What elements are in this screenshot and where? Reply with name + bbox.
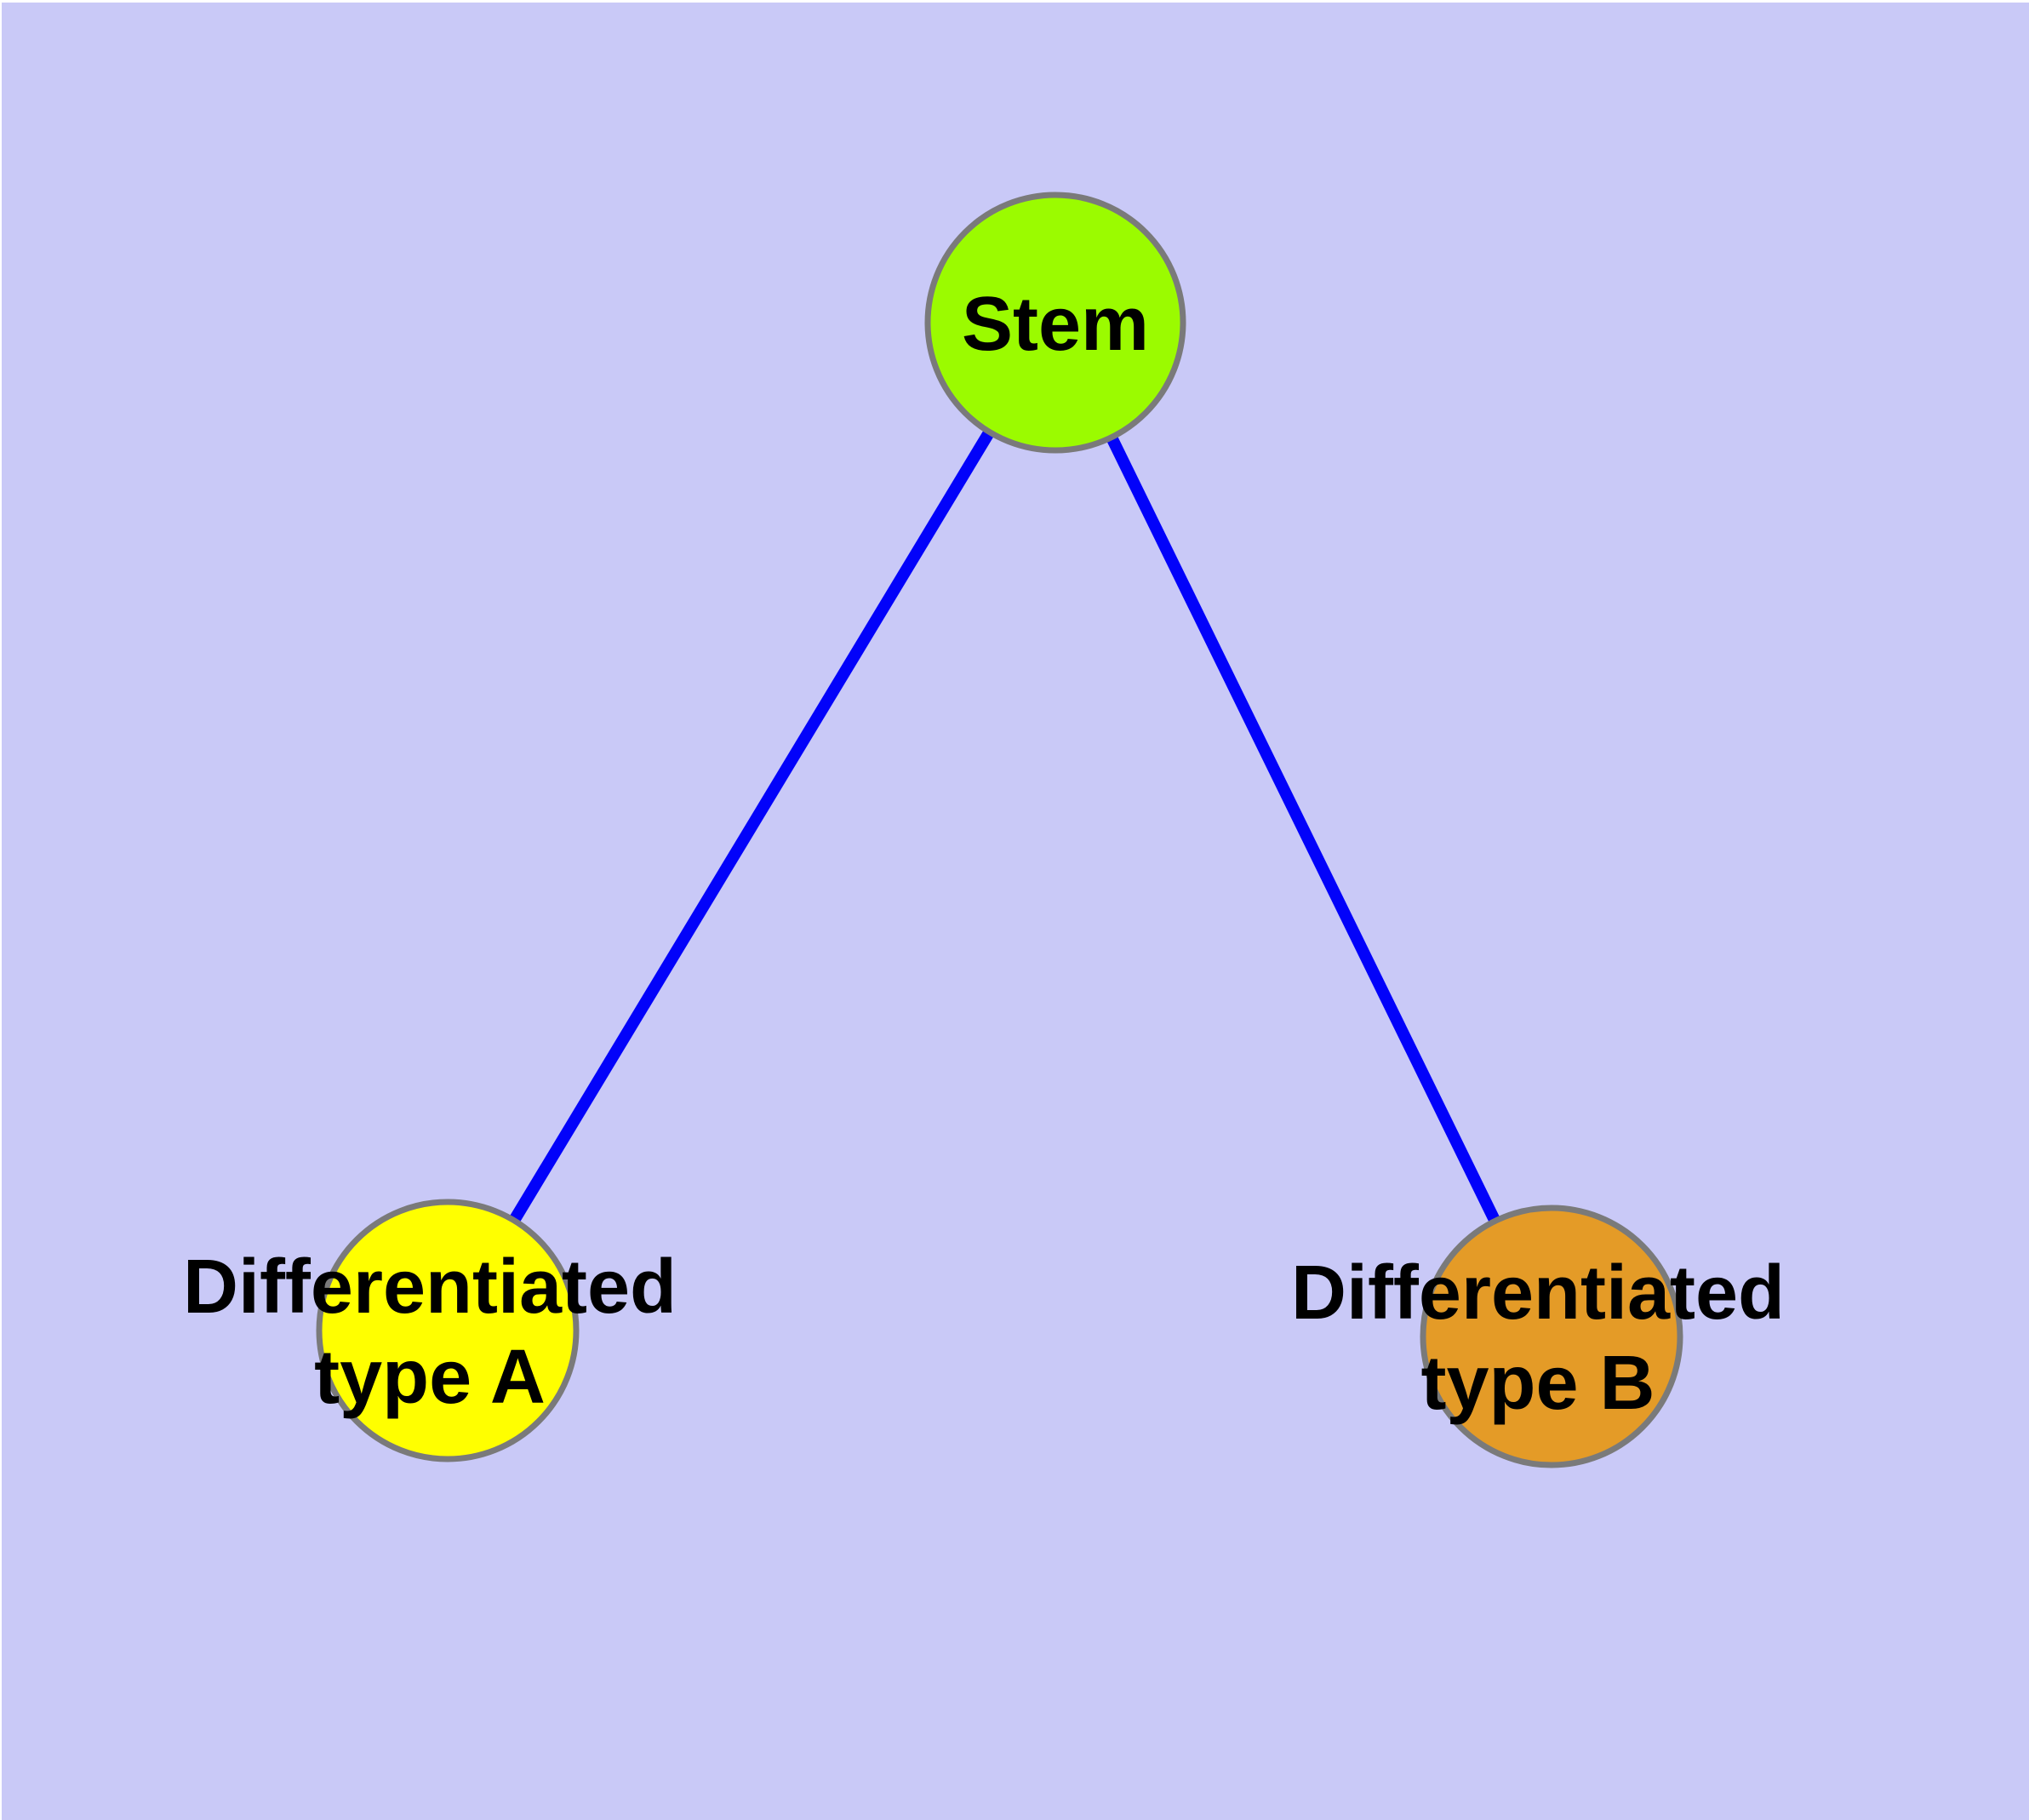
node-differentiated-type-a <box>316 1199 580 1462</box>
node-label-line: Differentiated <box>183 1245 677 1330</box>
node-label-stem: Stem <box>962 282 1149 367</box>
edge-stem-to-differentiated-type-b <box>1049 319 1557 1340</box>
nodes-layer <box>316 192 1683 1468</box>
edge-stem-to-differentiated-type-a <box>443 319 1060 1334</box>
edges-layer <box>443 319 1557 1340</box>
node-differentiated-type-b <box>1420 1205 1683 1468</box>
node-label-line: Stem <box>962 282 1149 367</box>
node-label-line: Differentiated <box>1291 1251 1785 1336</box>
node-label-line: type A <box>314 1335 546 1420</box>
node-stem <box>924 192 1186 454</box>
node-label-line: type B <box>1420 1341 1655 1426</box>
